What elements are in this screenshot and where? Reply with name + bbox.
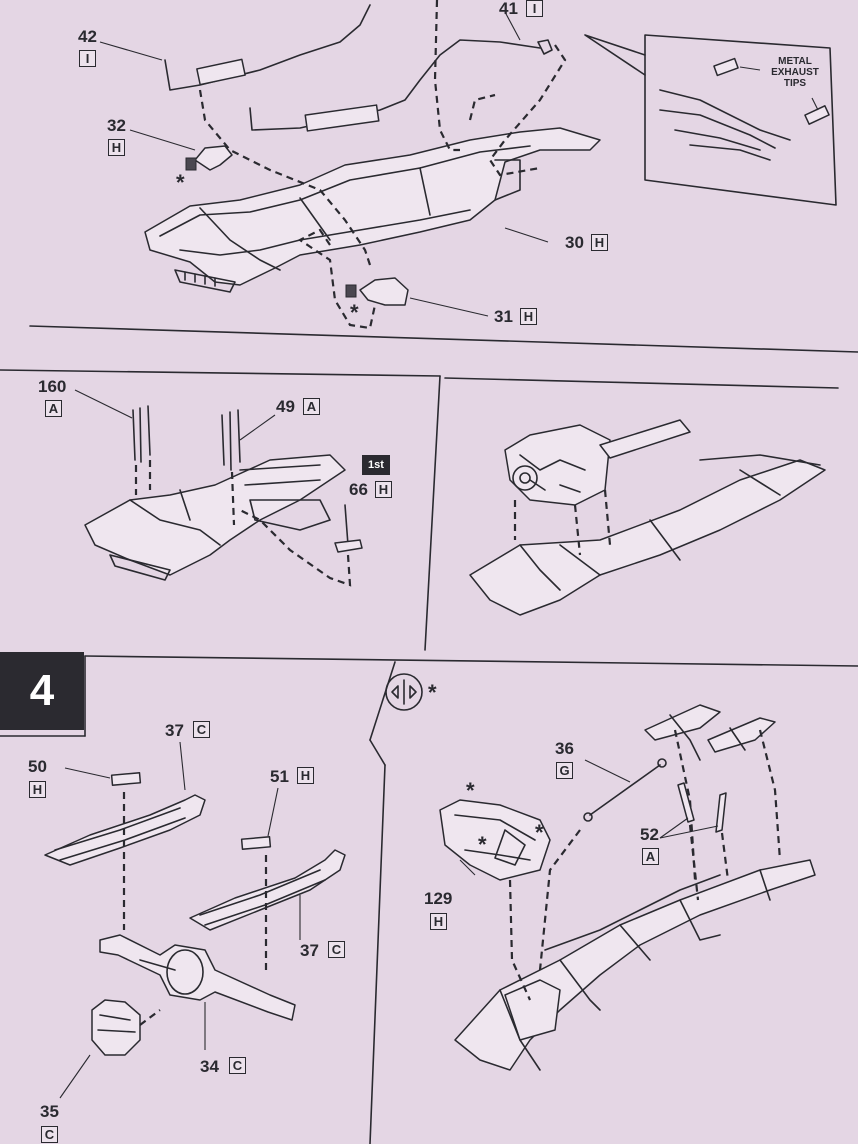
part-129-number: 129 bbox=[424, 889, 453, 908]
asterisk-mark: * bbox=[176, 170, 185, 195]
shocks-49 bbox=[221, 409, 276, 526]
part-32-sprue: H bbox=[108, 139, 125, 156]
part-129-sprue: H bbox=[430, 913, 447, 930]
part-31-number: 31 bbox=[494, 307, 513, 326]
section-dividers bbox=[0, 325, 858, 1144]
part-34-number: 34 bbox=[200, 1057, 219, 1076]
first-step-badge: 1st bbox=[362, 455, 390, 475]
part-42-number: 42 bbox=[78, 27, 97, 46]
bracket-32 bbox=[129, 129, 233, 171]
part-160-sprue: A bbox=[45, 400, 62, 417]
leaf-spring-upper bbox=[44, 741, 206, 930]
part-52-number: 52 bbox=[640, 825, 659, 844]
bracket-31 bbox=[345, 277, 489, 317]
part-41-sprue: I bbox=[526, 0, 543, 17]
part-51-sprue: H bbox=[297, 767, 314, 784]
part-37-number-lower: 37 bbox=[300, 941, 319, 960]
crossmember-129 bbox=[439, 799, 551, 1001]
asterisk-mark: * bbox=[466, 778, 475, 803]
part-50-number: 50 bbox=[28, 757, 47, 776]
step-number-badge: 4 bbox=[0, 652, 84, 730]
part-36-number: 36 bbox=[555, 739, 574, 758]
asterisk-mark: * bbox=[535, 820, 544, 845]
differential-cover-35 bbox=[59, 999, 161, 1099]
frame-front-middle bbox=[84, 454, 346, 581]
part-30-number: 30 bbox=[565, 233, 584, 252]
part-66-sprue: H bbox=[375, 481, 392, 498]
asterisk-mark: * bbox=[428, 680, 437, 705]
part-34-sprue: C bbox=[229, 1057, 246, 1074]
mirror-both-sides-icon bbox=[385, 673, 423, 711]
part-49-sprue: A bbox=[303, 398, 320, 415]
part-52-sprue: A bbox=[642, 848, 659, 865]
part-37-sprue-lower: C bbox=[328, 941, 345, 958]
leader-41 bbox=[504, 11, 521, 41]
frame-with-engine bbox=[469, 419, 826, 616]
shocks-160 bbox=[74, 389, 152, 495]
part-37-number-upper: 37 bbox=[165, 721, 184, 740]
leaf-spring-lower bbox=[189, 787, 346, 975]
part-50-sprue: H bbox=[29, 781, 46, 798]
part-49-number: 49 bbox=[276, 397, 295, 416]
fitting-66 bbox=[239, 504, 363, 587]
part-35-number: 35 bbox=[40, 1102, 59, 1121]
shackle-mounts-upper bbox=[644, 704, 782, 881]
part-30-sprue: H bbox=[591, 234, 608, 251]
frame-rear-bottom bbox=[454, 859, 816, 1071]
part-66-number: 66 bbox=[349, 480, 368, 499]
part-160-number: 160 bbox=[38, 377, 67, 396]
asterisk-mark: * bbox=[478, 832, 487, 857]
part-41-number: 41 bbox=[499, 0, 518, 18]
exhaust-tips-inset bbox=[584, 34, 837, 206]
inset-note-metal-exhaust-tips: METAL EXHAUST TIPS bbox=[771, 56, 819, 89]
top-dashed-guides bbox=[198, 0, 567, 330]
rear-axle-34 bbox=[99, 934, 296, 1050]
part-32-number: 32 bbox=[107, 116, 126, 135]
part-37-sprue-upper: C bbox=[193, 721, 210, 738]
brackets-52 bbox=[659, 782, 730, 901]
part-36-sprue: G bbox=[556, 762, 573, 779]
part-35-sprue: C bbox=[41, 1126, 58, 1143]
asterisk-mark: * bbox=[350, 300, 359, 325]
part-51-number: 51 bbox=[270, 767, 289, 786]
part-31-sprue: H bbox=[520, 308, 537, 325]
leader-42 bbox=[99, 41, 163, 61]
exhaust-pipes bbox=[164, 4, 553, 132]
driveshaft-36 bbox=[538, 758, 667, 971]
part-42-sprue: I bbox=[79, 50, 96, 67]
